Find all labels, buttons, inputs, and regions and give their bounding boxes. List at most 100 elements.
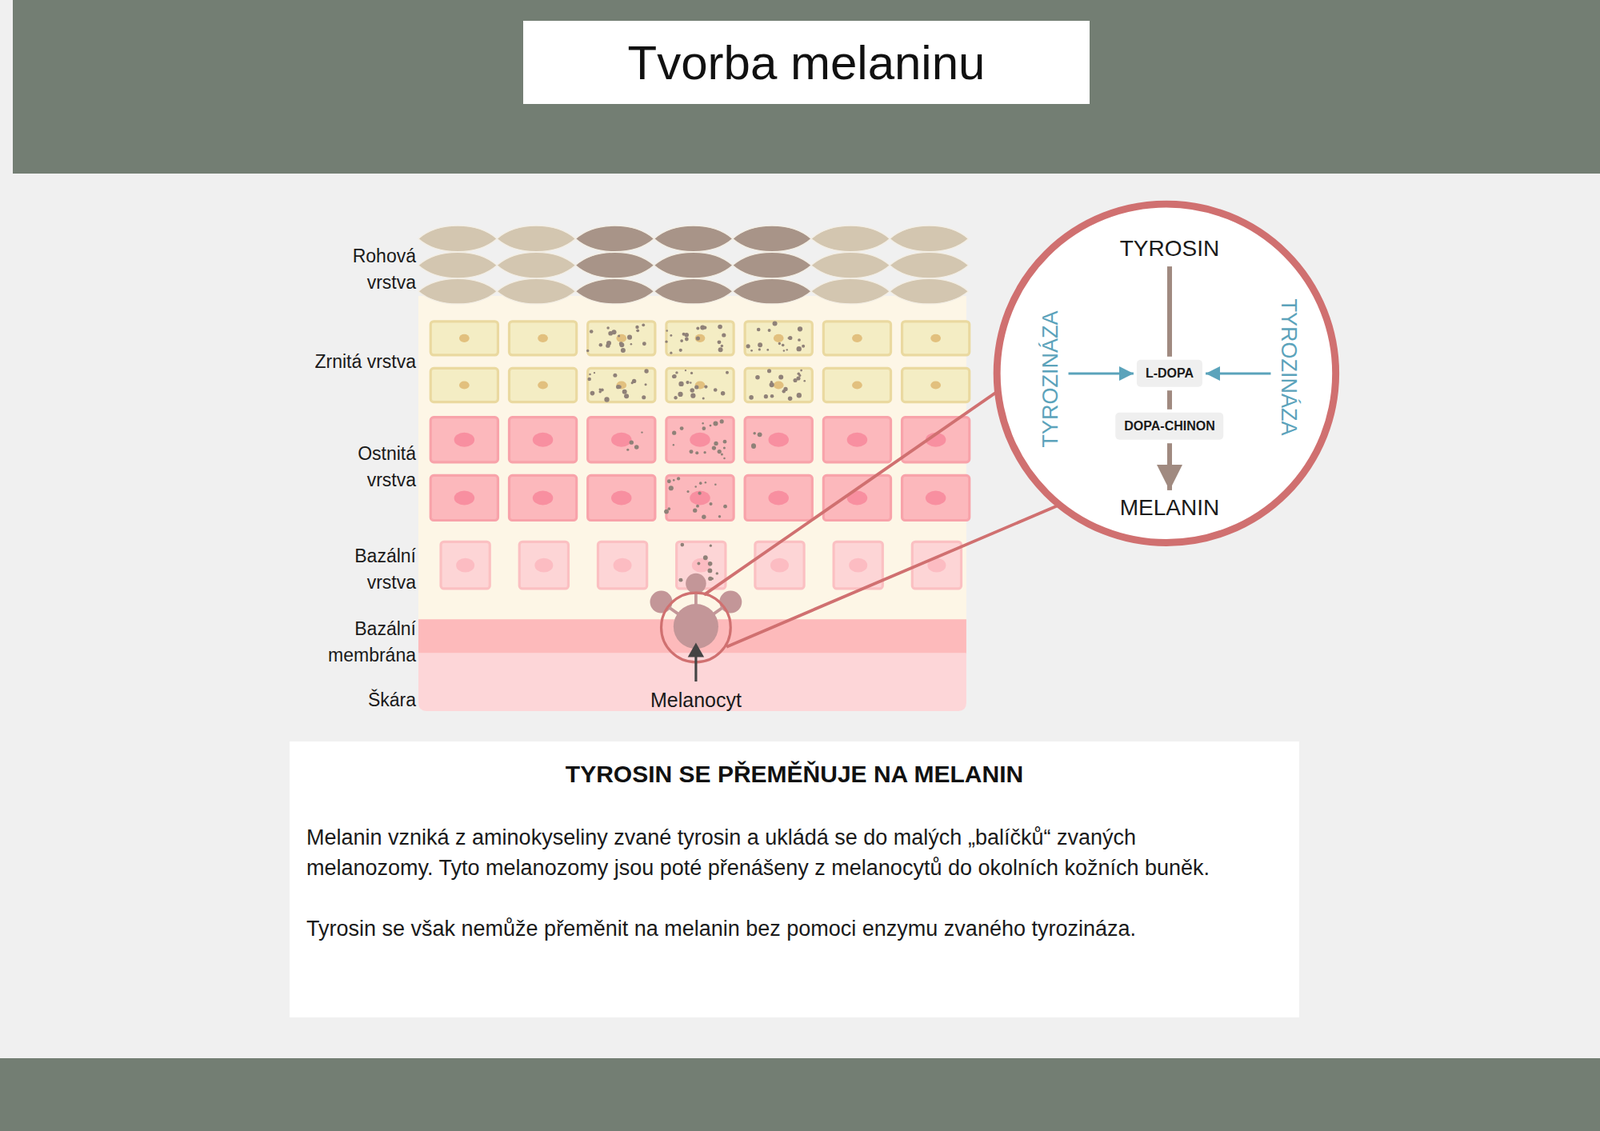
melanin-granule	[721, 332, 726, 337]
melanin-granule	[767, 368, 772, 373]
melanin-granule	[689, 381, 692, 384]
step-box: L-DOPA	[1136, 360, 1203, 388]
spinous-cell	[666, 475, 734, 520]
melanin-granule	[750, 349, 753, 352]
cell-nucleus	[456, 558, 475, 573]
melanin-granule	[708, 561, 713, 567]
melanin-granule	[636, 328, 640, 332]
cell-nucleus	[537, 380, 548, 389]
melanin-granule	[599, 343, 603, 347]
basal-cell	[519, 541, 568, 589]
melanin-granule	[788, 336, 792, 340]
cell-nucleus	[773, 380, 784, 389]
melanin-granule	[704, 384, 708, 388]
melanin-granule	[600, 388, 604, 392]
melanin-granule	[712, 421, 718, 427]
melanin-granule	[694, 485, 697, 488]
melanin-granule	[723, 446, 726, 449]
melanin-granule	[723, 457, 726, 460]
cell-nucleus	[848, 558, 868, 573]
melanin-granule	[796, 346, 802, 352]
skin-drawing	[418, 204, 1336, 712]
melanin-granule	[672, 444, 675, 446]
melanin-granule	[709, 544, 712, 548]
leader-line	[704, 382, 1011, 595]
melanin-granule	[781, 389, 785, 393]
melanin-granule	[696, 326, 700, 330]
melanin-granule	[586, 349, 589, 352]
melanin-granule	[748, 395, 754, 400]
melanin-granule	[778, 342, 781, 345]
cell-nucleus	[616, 334, 627, 343]
granular-cell	[588, 321, 656, 356]
melanin-granule	[684, 332, 689, 338]
panel-paragraph: Melanin vzniká z aminokyseliny zvané tyr…	[306, 822, 1247, 884]
top-bar	[12, 0, 1600, 174]
melanin-granule	[770, 394, 775, 399]
melanin-granule	[712, 445, 716, 450]
melanin-granule	[664, 509, 669, 515]
cell-nucleus	[695, 380, 706, 389]
spinous-cell	[823, 475, 891, 520]
melanin-granule	[788, 337, 790, 340]
melanin-granule	[641, 323, 645, 327]
melanin-granule	[680, 339, 684, 343]
melanin-granule	[668, 485, 674, 491]
granular-cell	[823, 368, 891, 402]
melanin-granule	[797, 338, 801, 342]
melanin-granule	[690, 372, 693, 375]
melanin-granule	[640, 431, 643, 433]
basal-cell	[755, 541, 804, 589]
spinous-cell	[666, 417, 734, 463]
pointer-arrow-head	[688, 643, 704, 658]
melanin-granule	[757, 342, 763, 348]
melanin-granule	[701, 422, 704, 424]
granular-cell	[666, 368, 734, 402]
melanin-granule	[766, 348, 769, 352]
cell-nucleus	[930, 380, 941, 389]
connector	[1167, 390, 1172, 410]
bottom-bar	[0, 1058, 1600, 1131]
melanin-granule	[589, 329, 594, 334]
melanin-granule	[675, 371, 678, 374]
melanin-granule	[788, 396, 793, 402]
melanin-granule	[725, 371, 729, 375]
melanin-granule	[680, 426, 684, 431]
melanin-granule	[764, 394, 768, 399]
drawing-part	[661, 592, 732, 663]
cell-layers	[430, 321, 969, 589]
melanin-granule	[679, 348, 683, 352]
melanin-granule	[756, 328, 761, 332]
step-box: DOPA-CHINON	[1115, 412, 1224, 440]
horny-cell	[732, 278, 812, 304]
melanin-granule	[757, 432, 763, 437]
horny-cell	[732, 225, 812, 252]
melanocyte	[649, 573, 742, 663]
granular-cell	[430, 368, 498, 402]
melanin-granule	[587, 377, 592, 382]
melanin-granule	[644, 368, 648, 373]
cell-nucleus	[454, 432, 476, 448]
melanin-granule	[612, 373, 617, 378]
cell-nucleus	[454, 491, 476, 506]
node-text: TYROZINÁZA	[1275, 298, 1300, 436]
drawing-part	[685, 573, 707, 595]
melanin-granule	[673, 396, 677, 400]
melanin-granule	[689, 449, 694, 454]
spinous-cell	[588, 417, 656, 463]
melanin-granule	[803, 380, 806, 383]
spinous-cell	[588, 475, 656, 520]
melanin-granule	[690, 388, 695, 392]
granular-cell	[588, 368, 656, 402]
melanin-granule	[669, 334, 672, 337]
cell-nucleus	[689, 491, 711, 506]
panel-heading: TYROSIN SE PŘEMĚŇUJE NA MELANIN	[306, 760, 1283, 788]
melanin-granule	[702, 426, 707, 431]
melanin-granule	[783, 349, 785, 352]
melanin-granule	[772, 320, 778, 326]
melanin-granule	[678, 578, 683, 583]
melanin-granule	[751, 444, 756, 449]
basal-cell	[440, 541, 490, 589]
page-title: Tvorba melaninu	[628, 35, 986, 91]
drawing-part	[649, 591, 672, 614]
